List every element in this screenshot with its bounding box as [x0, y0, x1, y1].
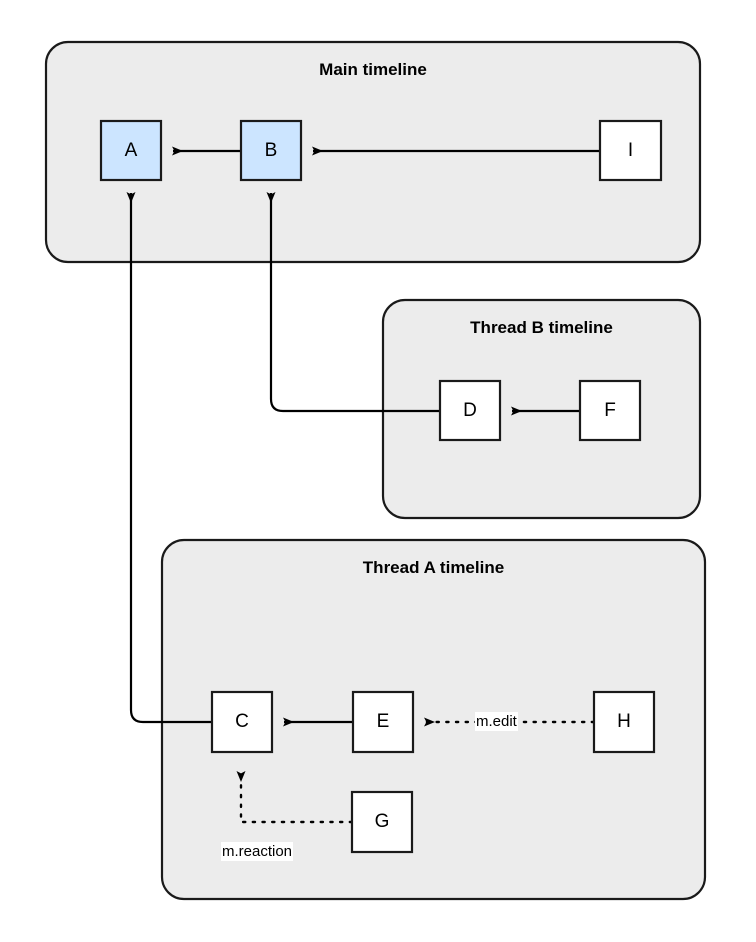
node-I[interactable] [598, 119, 663, 182]
thread-a-timeline-title: Thread A timeline [362, 558, 505, 577]
thread-b-timeline-title: Thread B timeline [470, 318, 613, 337]
node-B[interactable] [239, 119, 303, 182]
edge-g-to-c [236, 770, 354, 824]
node-D[interactable] [438, 379, 502, 442]
node-H[interactable] [592, 690, 656, 754]
node-E[interactable] [351, 690, 415, 754]
node-G[interactable] [350, 790, 414, 854]
node-F[interactable] [578, 379, 642, 442]
node-C[interactable] [210, 690, 274, 754]
edge-d-to-b [266, 192, 440, 413]
edge-label-m-edit: m.edit [475, 712, 518, 731]
edge-c-to-a [126, 192, 212, 724]
group-thread-b-timeline [381, 298, 702, 520]
thread-b-timeline-box [381, 298, 702, 520]
edge-label-m-reaction: m.reaction [221, 842, 294, 861]
node-A[interactable] [99, 119, 163, 182]
main-timeline-title: Main timeline [319, 60, 427, 79]
